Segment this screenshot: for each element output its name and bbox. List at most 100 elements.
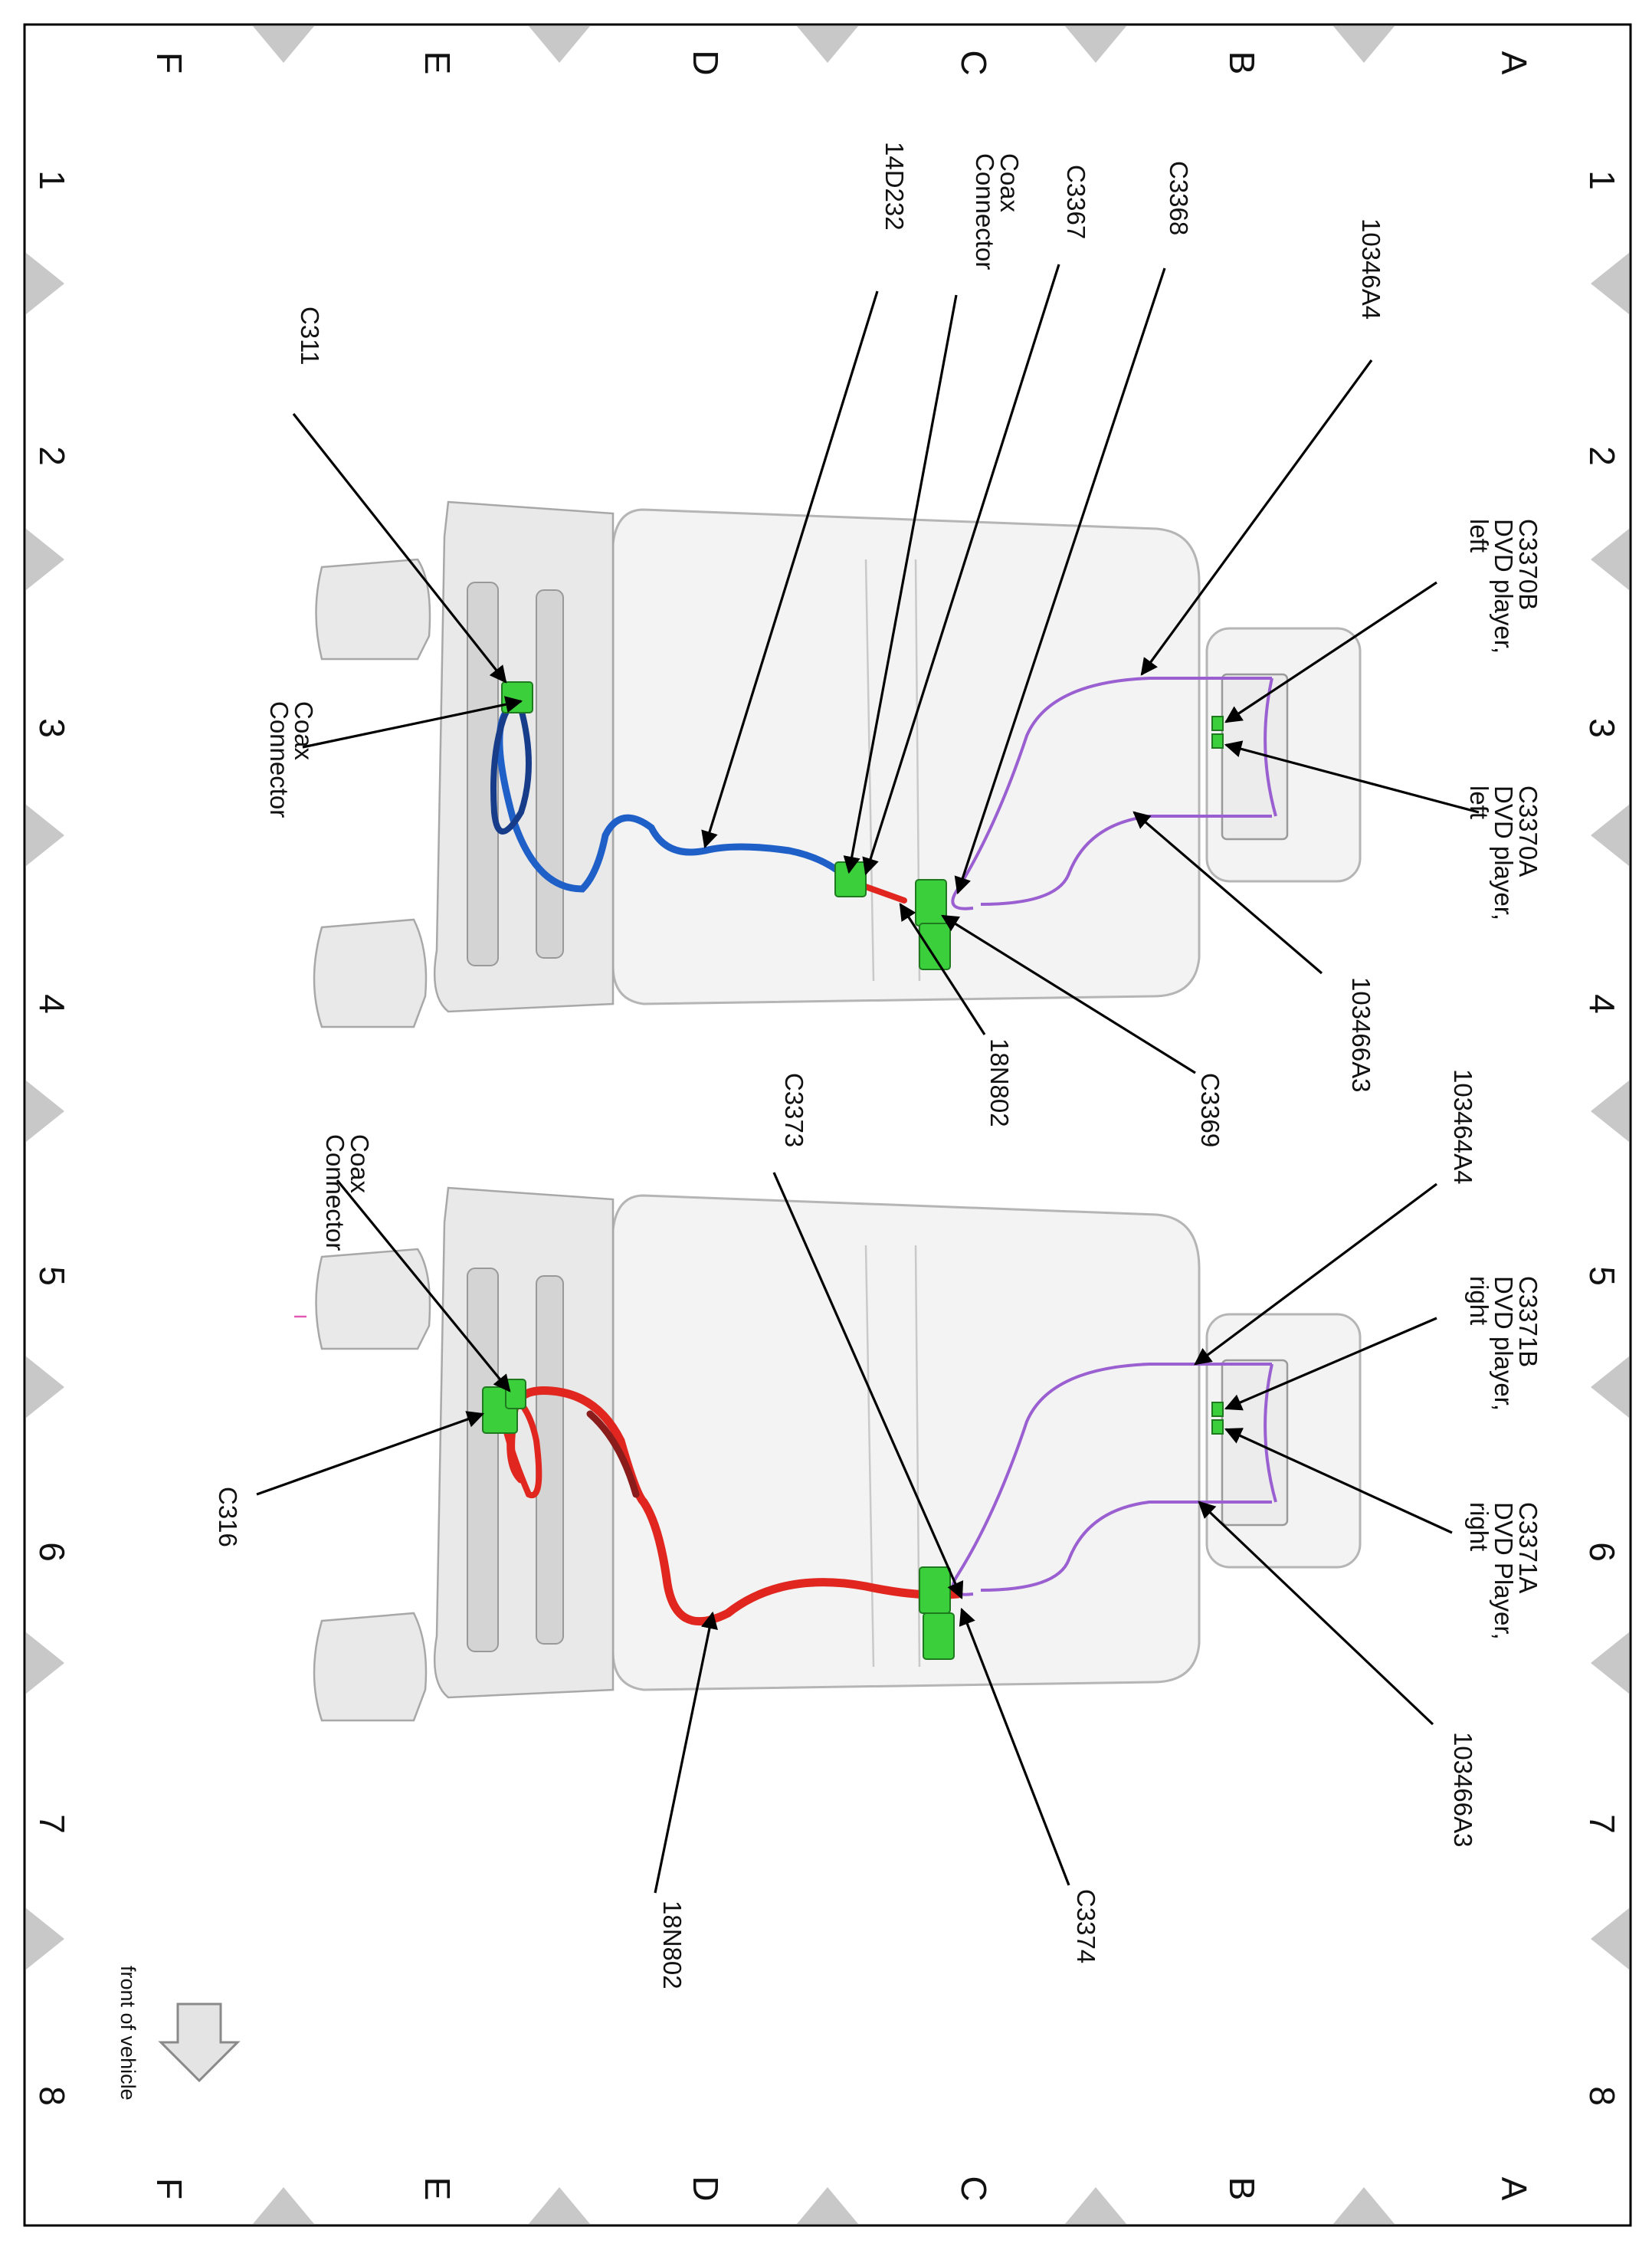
- grid-col-label: 2: [1582, 446, 1622, 466]
- grid-col-label: 2: [32, 446, 72, 466]
- right-seatback: [611, 1194, 1201, 1691]
- grid-triangle: [1591, 1632, 1629, 1694]
- label-10346A4: 10346A4: [1357, 218, 1385, 320]
- grid-row-label: F: [149, 52, 189, 74]
- label-103466A3: 103466A3: [1347, 977, 1375, 1092]
- grid-triangle: [797, 2187, 858, 2224]
- grid-col-label: 7: [1582, 1814, 1622, 1834]
- label-c3367: C3367: [1062, 165, 1090, 239]
- grid-col-label: 6: [1582, 1542, 1622, 1562]
- grid-row-labels-bottom: A B C D E F: [149, 2176, 1534, 2201]
- grid-row-labels-top: A B C D E F: [149, 50, 1534, 75]
- arrow-icon: [158, 2002, 241, 2083]
- label-line: right: [1465, 1276, 1493, 1325]
- grid-triangle: [1591, 805, 1629, 866]
- grid-col-label: 5: [32, 1266, 72, 1286]
- leader-103464A4-right: [1194, 1182, 1437, 1366]
- grid-triangle: [26, 805, 64, 866]
- leader-c3374: [959, 1607, 1070, 1886]
- connector-c311: [501, 681, 533, 713]
- left-seat: [313, 500, 1362, 1028]
- right-seat-labels: 103464A4 C3371B DVD player, right C3371A…: [214, 1069, 1542, 1989]
- connector-c3369: [919, 923, 951, 970]
- right-seat: [294, 1186, 1362, 1722]
- label-c3371a: C3371A DVD Player, right: [1465, 1502, 1542, 1640]
- leader-c3373: [772, 1172, 964, 1600]
- leader-c316: [256, 1411, 485, 1496]
- grid-triangle: [529, 2187, 590, 2224]
- grid-triangle: [1591, 1081, 1629, 1142]
- label-line: Connector: [321, 1134, 349, 1251]
- grid-row-label: D: [686, 50, 726, 75]
- grid-triangle: [797, 26, 858, 63]
- label-18N802-right: 18N802: [658, 1901, 687, 1989]
- label-line: right: [1465, 1502, 1493, 1551]
- label-line: Connector: [971, 153, 999, 270]
- leader-coax-right: [336, 1179, 511, 1392]
- label-coax-right: Coax Connector: [321, 1134, 374, 1251]
- grid-row-label: C: [954, 50, 994, 75]
- label-line: C3371B: [1514, 1276, 1542, 1367]
- connector-c3371b: [1211, 1402, 1224, 1417]
- grid-triangle: [26, 1081, 64, 1142]
- label-line: Connector: [265, 701, 293, 818]
- connector-c3370b: [1211, 716, 1224, 731]
- grid-triangle: [1333, 26, 1395, 63]
- label-line: C3371A: [1514, 1502, 1542, 1593]
- grid-triangle: [1333, 2187, 1395, 2224]
- grid-triangle: [253, 2187, 314, 2224]
- connector-c3374: [923, 1612, 955, 1660]
- grid-col-label: 3: [32, 718, 72, 738]
- label-line: DVD player,: [1490, 519, 1518, 654]
- grid-col-label: 6: [32, 1542, 72, 1562]
- grid-col-label: 7: [32, 1814, 72, 1834]
- harness-wire: [1264, 1363, 1277, 1503]
- leader-c3367: [862, 264, 1060, 876]
- right-seatback-seam: [864, 1245, 875, 1668]
- label-18N802-left: 18N802: [985, 1038, 1014, 1127]
- grid-triangle: [1591, 529, 1629, 590]
- label-line: Coax: [346, 1134, 374, 1194]
- leader-103466A3: [1132, 811, 1323, 975]
- diagram-border: [23, 23, 1632, 2227]
- right-red-harness-dark: [586, 1410, 640, 1498]
- grid-col-label: 4: [1582, 994, 1622, 1014]
- right-red-harness-loop: [495, 1388, 542, 1499]
- grid-triangle: [26, 529, 64, 590]
- leader-103466A3-right: [1198, 1501, 1434, 1726]
- left-seatback: [611, 508, 1201, 1005]
- label-14D232: 14D232: [880, 142, 909, 231]
- right-seat-frame: [433, 1186, 615, 1699]
- label-c3371b: C3371B DVD player, right: [1465, 1276, 1542, 1411]
- left-frame-rail: [536, 589, 564, 959]
- leader-lines: [256, 264, 1480, 1894]
- label-c3368: C3368: [1165, 161, 1193, 235]
- label-line: DVD Player,: [1490, 1502, 1518, 1640]
- grid-triangle: [26, 1632, 64, 1694]
- connector-c3373: [919, 1566, 951, 1614]
- left-seatback-seam: [864, 559, 875, 982]
- label-coax-bottom: Coax Connector: [265, 701, 318, 818]
- label-line: Coax: [995, 153, 1024, 213]
- left-seat-frame: [433, 500, 615, 1013]
- leader-c311: [292, 413, 507, 684]
- grid-col-label: 5: [1582, 1266, 1622, 1286]
- label-103464A4-right: 103464A4: [1449, 1069, 1477, 1184]
- leader-c3368: [954, 267, 1166, 895]
- right-seat-foot: [315, 1248, 431, 1350]
- left-seat-foot: [313, 918, 428, 1028]
- grid-triangle: [26, 1908, 64, 1970]
- label-line: left: [1465, 786, 1493, 819]
- leader-coax-bottom: [302, 696, 523, 749]
- grid-triangle: [1591, 1908, 1629, 1970]
- grid-row-label: E: [418, 51, 457, 75]
- grid-triangle: [1065, 2187, 1126, 2224]
- grid-col-label: 8: [1582, 2086, 1622, 2106]
- label-coax-top: Coax Connector: [971, 153, 1024, 270]
- harness-wire: [980, 815, 1272, 906]
- grid-triangle: [26, 1356, 64, 1418]
- label-c3370a: C3370A DVD player, left: [1465, 786, 1542, 920]
- harness-wire: [951, 677, 1272, 910]
- label-c3370b: C3370B DVD player, left: [1465, 519, 1542, 654]
- label-line: left: [1465, 519, 1493, 553]
